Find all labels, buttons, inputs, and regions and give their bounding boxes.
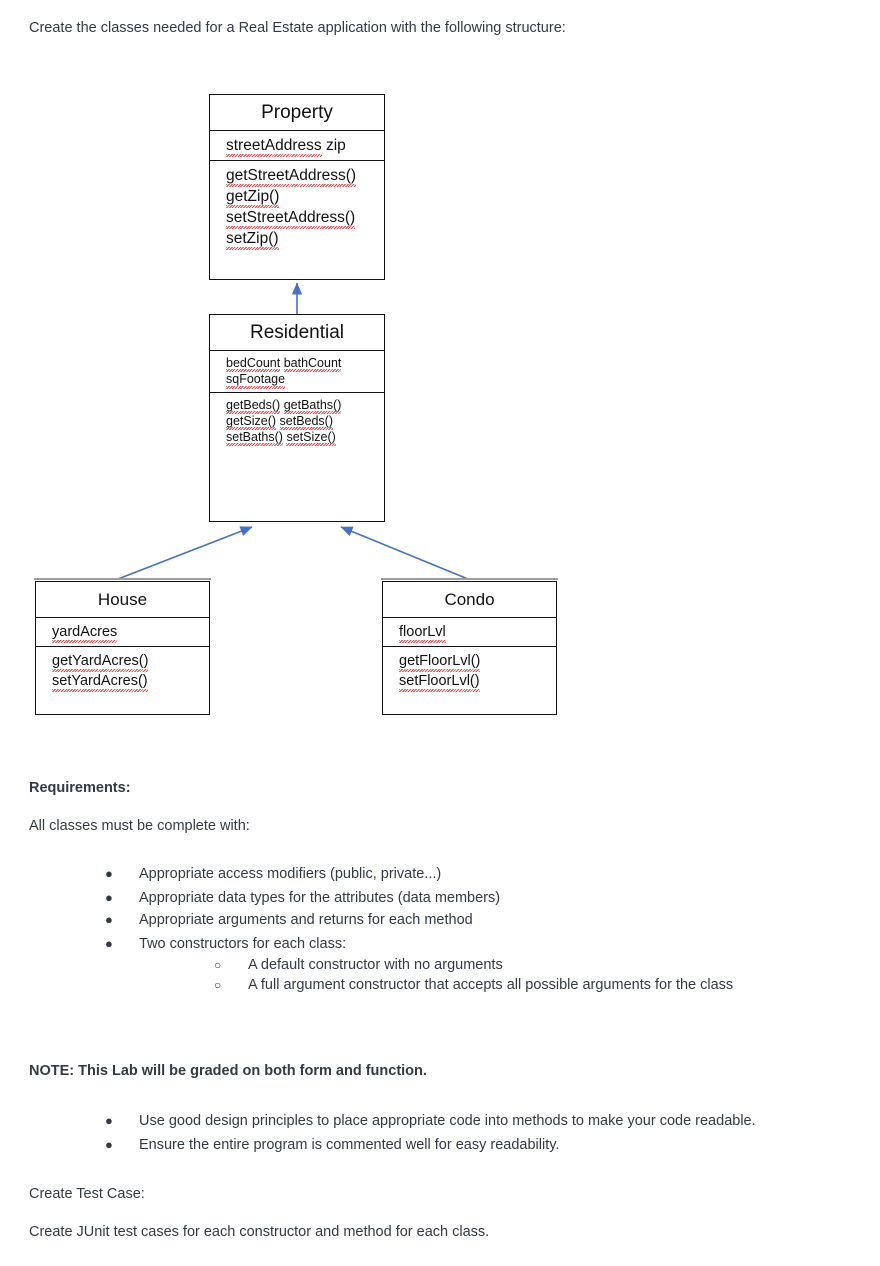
requirements-intro: All classes must be complete with:: [29, 818, 250, 834]
uml-class-house-methods: getYardAcres() setYardAcres(): [36, 647, 209, 695]
uml-method: getFloorLvl(): [399, 653, 481, 672]
uml-class-property-attributes: streetAddress zip: [210, 131, 384, 161]
uml-class-house-title: House: [36, 582, 209, 618]
uml-method: getYardAcres(): [52, 653, 149, 672]
uml-method: setStreetAddress(): [226, 209, 356, 229]
uml-class-residential-attributes: bedCount bathCount sqFootage: [210, 351, 384, 393]
sub-list-item-label: A default constructor with no arguments: [248, 957, 503, 973]
list-item-label: Appropriate data types for the attribute…: [139, 890, 501, 906]
bullet-icon: ●: [105, 1137, 113, 1152]
test-case-body: Create JUnit test cases for each constru…: [29, 1224, 490, 1240]
list-item-label: Use good design principles to place appr…: [139, 1113, 756, 1129]
uml-attr: sqFootage: [226, 372, 286, 389]
hollow-bullet-icon: ○: [214, 958, 222, 972]
list-item-label: Appropriate access modifiers (public, pr…: [139, 866, 442, 882]
uml-method: setBeds(): [279, 413, 334, 431]
uml-class-residential-methods: getBeds() getBaths() getSize() setBeds()…: [210, 393, 384, 450]
bullet-icon: ●: [105, 912, 113, 927]
uml-class-diagram: Property streetAddress zip getStreetAddr…: [34, 94, 558, 715]
box-top-accent-line: [34, 578, 211, 580]
uml-class-property-methods: getStreetAddress() getZip() setStreetAdd…: [210, 161, 384, 253]
uml-class-house-attributes: yardAcres: [36, 618, 209, 647]
uml-class-property: Property streetAddress zip getStreetAddr…: [209, 94, 385, 280]
list-item-label: Appropriate arguments and returns for ea…: [139, 912, 473, 928]
sub-list-item-label: A full argument constructor that accepts…: [248, 977, 734, 993]
list-item: ● Appropriate data types for the attribu…: [105, 890, 500, 906]
list-item: ● Two constructors for each class:: [105, 936, 346, 952]
uml-attr: zip: [325, 137, 346, 154]
bullet-icon: ●: [105, 1113, 113, 1128]
list-item: ● Appropriate access modifiers (public, …: [105, 866, 441, 882]
list-item: ● Appropriate arguments and returns for …: [105, 912, 473, 928]
box-top-accent-line: [381, 578, 558, 580]
uml-class-condo: Condo floorLvl getFloorLvl() setFloorLvl…: [381, 578, 558, 715]
requirements-heading: Requirements:: [29, 780, 131, 796]
uml-method: setFloorLvl(): [399, 673, 480, 692]
sub-list-item: ○ A default constructor with no argument…: [214, 957, 503, 973]
note-heading: NOTE: This Lab will be graded on both fo…: [29, 1063, 427, 1079]
sub-list-item: ○ A full argument constructor that accep…: [214, 977, 733, 993]
uml-class-condo-methods: getFloorLvl() setFloorLvl(): [383, 647, 556, 695]
test-case-heading: Create Test Case:: [29, 1186, 145, 1202]
uml-method: setZip(): [226, 230, 279, 250]
uml-class-condo-attributes: floorLvl: [383, 618, 556, 647]
uml-class-property-title: Property: [210, 95, 384, 131]
uml-method: getZip(): [226, 188, 280, 208]
uml-attr: floorLvl: [399, 624, 446, 643]
list-item-label: Two constructors for each class:: [139, 936, 347, 952]
uml-attr: bedCount: [226, 356, 281, 373]
uml-method: getBeds(): [226, 397, 281, 415]
uml-attr: bathCount: [283, 356, 342, 373]
intro-paragraph: Create the classes needed for a Real Est…: [29, 20, 566, 36]
bullet-icon: ●: [105, 890, 113, 905]
list-item-label: Ensure the entire program is commented w…: [139, 1137, 560, 1153]
list-item: ● Use good design principles to place ap…: [105, 1113, 756, 1129]
uml-method: setYardAcres(): [52, 673, 148, 692]
uml-method: setBaths(): [226, 430, 283, 447]
bullet-icon: ●: [105, 866, 113, 881]
bullet-icon: ●: [105, 936, 113, 951]
uml-attr: yardAcres: [52, 624, 118, 643]
arrow-condo-to-residential: [340, 526, 469, 580]
arrow-house-to-residential: [117, 526, 253, 580]
list-item: ● Ensure the entire program is commented…: [105, 1137, 559, 1153]
uml-class-house: House yardAcres getYardAcres() setYardAc…: [34, 578, 211, 715]
uml-method: getBaths(): [283, 397, 342, 415]
hollow-bullet-icon: ○: [214, 978, 222, 992]
uml-method: getStreetAddress(): [226, 167, 357, 187]
uml-attr: streetAddress: [226, 137, 322, 157]
uml-class-residential: Residential bedCount bathCount sqFootage…: [209, 314, 385, 522]
uml-class-condo-title: Condo: [383, 582, 556, 618]
uml-class-residential-title: Residential: [210, 315, 384, 351]
uml-method: setSize(): [286, 430, 337, 447]
uml-method: getSize(): [226, 413, 277, 431]
